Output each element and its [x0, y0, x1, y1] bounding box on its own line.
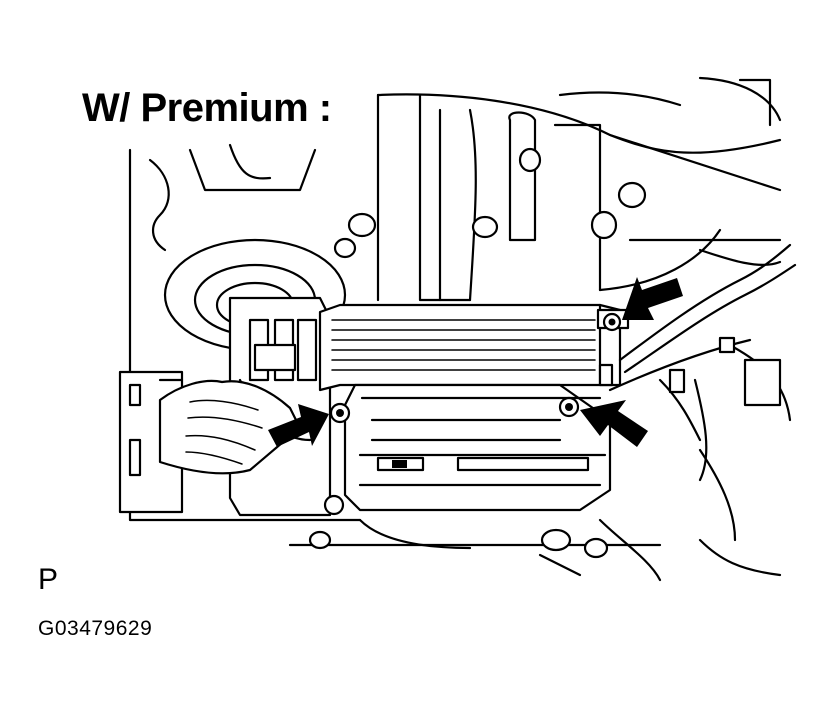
upper-amplifier	[318, 303, 630, 392]
lower-amplifier	[343, 383, 612, 512]
view-letter: P	[38, 563, 59, 596]
figure-code: G03479629	[38, 617, 153, 640]
body-bolt-holes	[308, 147, 647, 559]
arrow-left-bolt	[268, 404, 329, 447]
mounting-bolts	[323, 312, 622, 516]
diagram-title: W/ Premium :	[82, 86, 332, 130]
wiring-harness	[598, 243, 797, 542]
arrow-upper-bolt	[622, 277, 683, 320]
pointing-arrows	[268, 277, 683, 447]
vehicle-body-panels	[128, 76, 782, 582]
arrow-right-bolt	[580, 400, 648, 447]
